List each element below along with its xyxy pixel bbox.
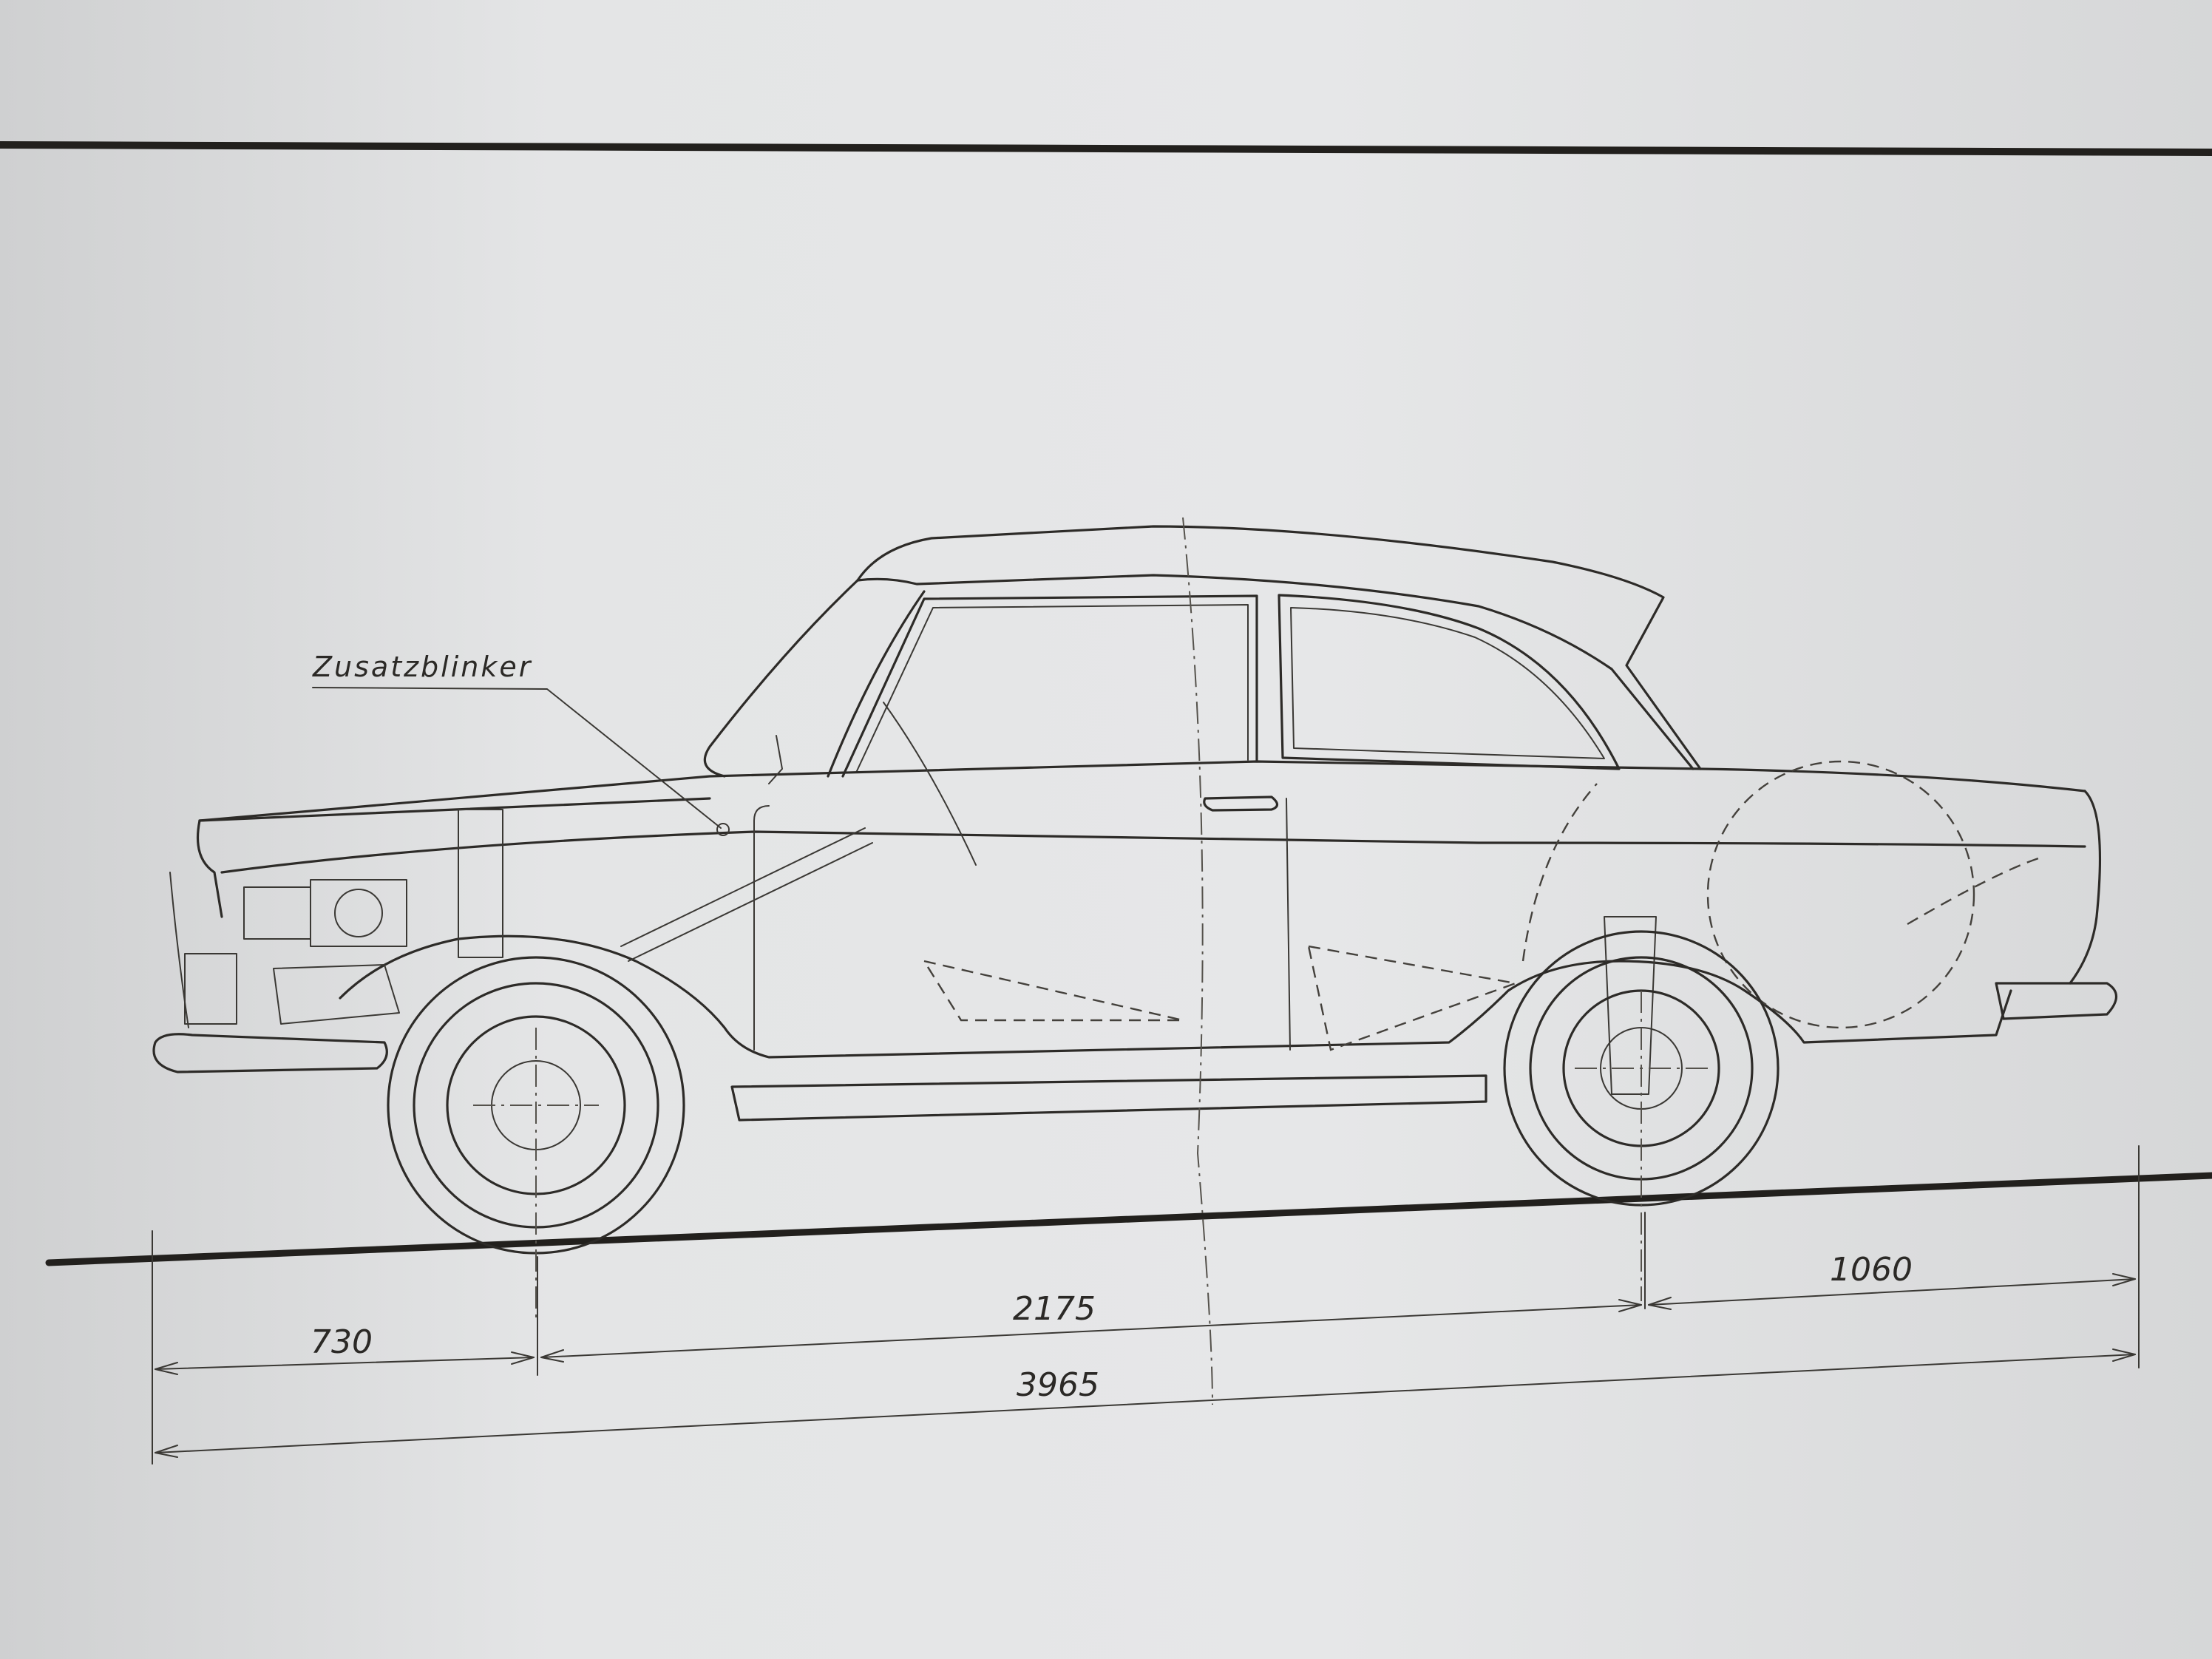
door-sill bbox=[730, 1074, 1487, 1122]
rear-door-window bbox=[1278, 594, 1621, 770]
front-wheel-center bbox=[473, 1028, 599, 1323]
radiator bbox=[458, 809, 503, 958]
sheet-top-rule bbox=[0, 141, 2212, 156]
rear-wheel bbox=[1503, 930, 1780, 1301]
windshield bbox=[703, 579, 859, 778]
front-wheel bbox=[387, 956, 685, 1323]
rear-bumper bbox=[1995, 982, 2118, 1020]
rear-overhang-dim-line bbox=[1648, 1278, 2136, 1306]
roof-outline bbox=[856, 525, 1702, 770]
front-seat-outline bbox=[922, 960, 1184, 1022]
grille-mesh bbox=[184, 953, 237, 1025]
front-door-window bbox=[841, 594, 1258, 778]
door-handle bbox=[1203, 795, 1279, 812]
wheelbase-arrows bbox=[540, 1299, 1642, 1363]
hood-line bbox=[198, 797, 711, 822]
rear-wheel-center bbox=[1575, 991, 1708, 1301]
dim-rear-overhang-label: 1060 bbox=[1830, 1251, 1913, 1289]
rear-overhang-arrows bbox=[1648, 1273, 2136, 1310]
dim-wheelbase-label: 2175 bbox=[1013, 1290, 1096, 1328]
overall-length-dim-line bbox=[155, 1354, 2136, 1453]
blinker-lamp bbox=[716, 823, 730, 836]
b-pillar-line bbox=[1286, 798, 1291, 1051]
dim-overall-length-label: 3965 bbox=[1017, 1366, 1099, 1404]
interior-dashed-lines bbox=[922, 517, 2041, 1405]
spare-wheel bbox=[1706, 760, 1975, 1029]
rear-seat-outline bbox=[1307, 945, 1519, 1051]
zusatzblinker-label: Zusatzblinker bbox=[312, 651, 532, 683]
grille-edge bbox=[169, 872, 189, 1028]
front-suspension bbox=[273, 964, 400, 1025]
rear-damper bbox=[1604, 916, 1657, 1095]
rear-door-window-inner bbox=[1290, 607, 1605, 759]
tail-panel bbox=[2069, 790, 2102, 985]
engine-pulley bbox=[334, 889, 383, 937]
ground-line bbox=[45, 1172, 2212, 1266]
side-mirror bbox=[768, 735, 783, 784]
roof-inner-line bbox=[856, 574, 1694, 770]
center-marker-line bbox=[1182, 517, 1213, 1405]
car-body bbox=[152, 525, 2118, 1122]
steering-wheel bbox=[883, 702, 977, 866]
a-pillar bbox=[827, 590, 926, 778]
wheelbase-dim-line bbox=[540, 1304, 1642, 1358]
front-overhang-arrows bbox=[155, 1351, 535, 1375]
front-bumper bbox=[152, 1033, 388, 1073]
dim-front-overhang-label: 730 bbox=[311, 1323, 373, 1361]
gearbox bbox=[243, 886, 311, 940]
rear-bench-back bbox=[1521, 783, 1598, 962]
front-door-leading-edge bbox=[753, 805, 770, 1051]
wheel-arch-line bbox=[339, 934, 2012, 1059]
dimension-lines bbox=[152, 1145, 2140, 1465]
front-door-window-inner bbox=[855, 604, 1249, 773]
front-overhang-dim-line bbox=[155, 1357, 535, 1370]
trunk-outline bbox=[1907, 856, 2041, 926]
zusatzblinker-leader bbox=[312, 687, 722, 829]
steering-column bbox=[620, 827, 873, 962]
hood-front bbox=[196, 819, 223, 918]
overall-length-arrows bbox=[155, 1348, 2136, 1458]
belt-line bbox=[198, 760, 2086, 822]
character-line bbox=[220, 830, 2086, 874]
